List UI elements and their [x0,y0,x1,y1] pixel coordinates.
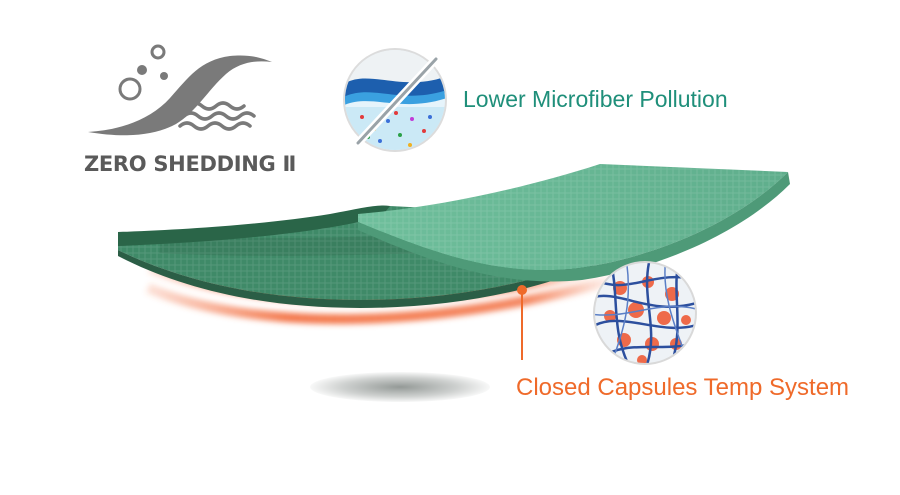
capsule-network-icon [590,258,700,368]
wave-swoosh-icon [88,44,272,136]
floor-shadow [310,372,490,402]
zero-shedding-logo: ZERO SHEDDING Ⅱ [80,40,310,190]
no-microfiber-icon [340,45,450,155]
fabric-layers-illustration [118,164,790,360]
logo-text: ZERO SHEDDING Ⅱ [83,152,297,176]
capsules-label: Closed Capsules Temp System [516,374,850,401]
microfiber-label: Lower Microfiber Pollution [463,86,728,112]
